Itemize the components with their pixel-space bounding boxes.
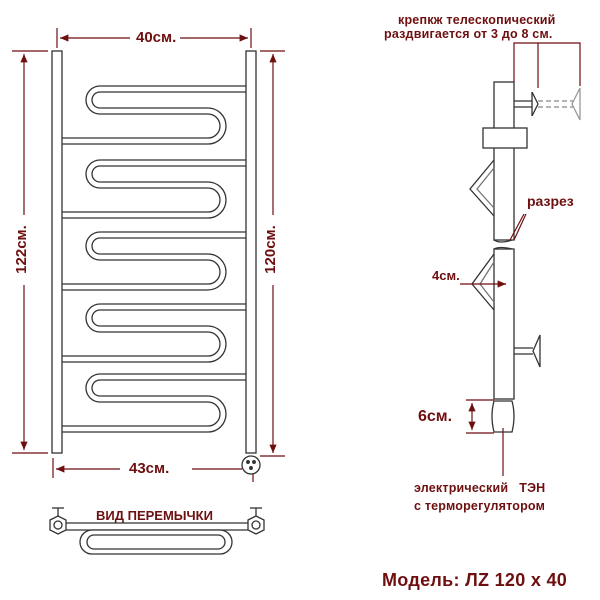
- front-dimensions: [12, 28, 285, 482]
- side-annotations: [460, 42, 581, 476]
- heater-element: [491, 400, 515, 433]
- left-rail: [51, 50, 63, 454]
- front-view: [51, 50, 261, 475]
- section-label: разрез: [527, 193, 574, 209]
- heater-note-line2: с терморегулятором: [414, 499, 546, 513]
- side-view: [469, 81, 581, 433]
- model-label: Модель: ЛZ 120 х 40: [382, 570, 568, 590]
- height-left-label: 122см.: [13, 222, 30, 277]
- serpentine-tubes: [62, 85, 246, 433]
- width-top-label: 40см.: [133, 30, 180, 45]
- bridge-view: [49, 507, 265, 555]
- heater-note-line1: электрический ТЭН: [414, 481, 546, 495]
- mount-note-line1: крепкж телескопический: [398, 13, 556, 27]
- right-rail: [245, 50, 257, 454]
- heater-length-label: 6см.: [418, 408, 453, 425]
- mount-note-line2: раздвигается от 3 до 8 см.: [384, 27, 553, 41]
- height-right-label: 120см.: [262, 222, 279, 277]
- offset-label: 4см.: [432, 268, 460, 283]
- heater-connector-icon: [241, 455, 261, 475]
- width-bottom-label: 43см.: [126, 461, 173, 476]
- bridge-view-title: ВИД ПЕРЕМЫЧКИ: [94, 508, 215, 523]
